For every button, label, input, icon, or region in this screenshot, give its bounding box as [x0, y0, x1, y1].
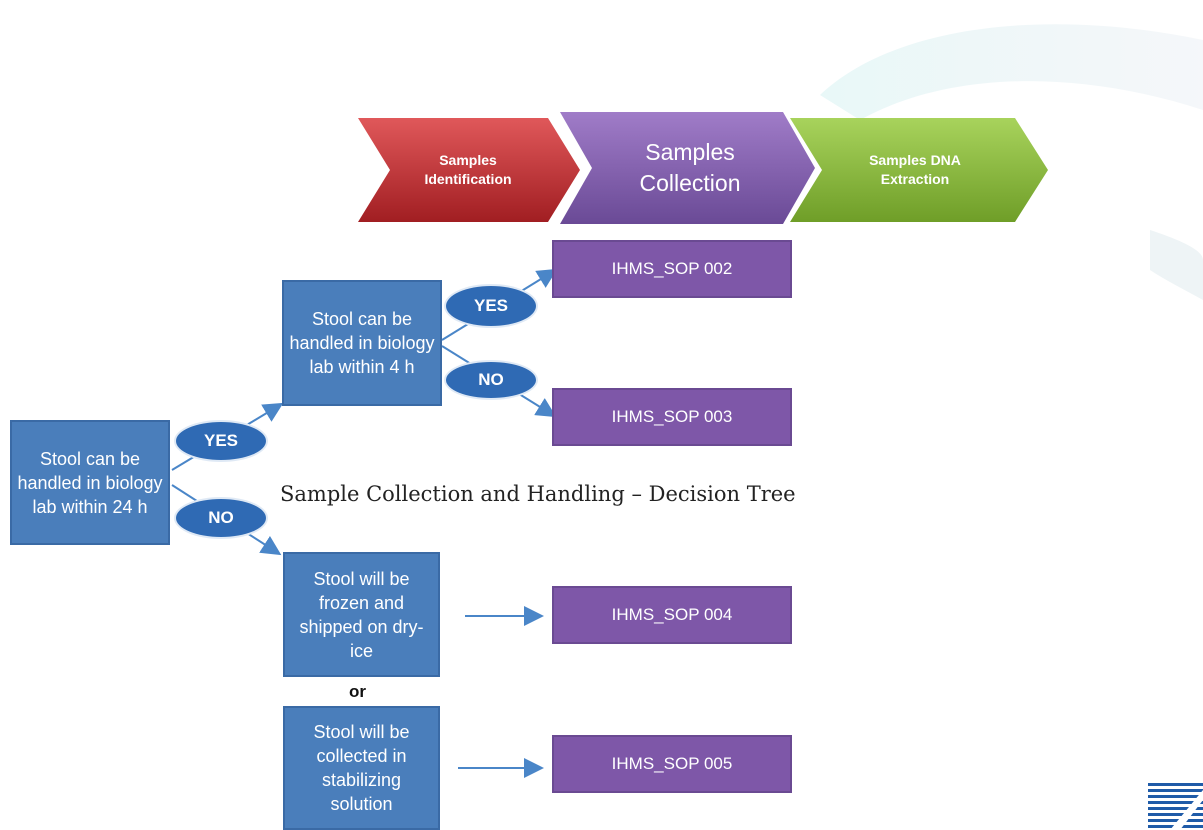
decorative-swoosh-right [1150, 230, 1203, 300]
or-label: or [349, 682, 366, 701]
chevron-shape-collection [560, 112, 815, 224]
sop-004-box: IHMS_SOP 004 [552, 586, 792, 644]
root-decision-box: Stool can be handled in biology lab with… [10, 420, 170, 545]
yes-oval-root: YES [174, 420, 268, 462]
sop-002-box: IHMS_SOP 002 [552, 240, 792, 298]
frozen-shipping-box: Stool will be frozen and shipped on dry-… [283, 552, 440, 677]
step-extraction-label: Samples DNA Extraction [869, 152, 961, 187]
step-identification-label: Samples Identification [424, 152, 512, 187]
sop-005-box: IHMS_SOP 005 [552, 735, 792, 793]
branch-4h-decision-box: Stool can be handled in biology lab with… [282, 280, 442, 406]
chevron-shape-identification [358, 118, 580, 222]
no-oval-root: NO [174, 497, 268, 539]
yes-oval-4h: YES [444, 284, 538, 328]
diagram-title: Sample Collection and Handling – Decisio… [280, 482, 796, 506]
stabilizing-solution-box: Stool will be collected in stabilizing s… [283, 706, 440, 830]
no-oval-4h: NO [444, 360, 538, 400]
sop-003-box: IHMS_SOP 003 [552, 388, 792, 446]
step-collection-label: Samples Collection [639, 139, 741, 196]
decorative-swoosh [820, 24, 1203, 120]
chevron-shape-extraction [790, 118, 1048, 222]
logo-stripes [1148, 783, 1203, 830]
